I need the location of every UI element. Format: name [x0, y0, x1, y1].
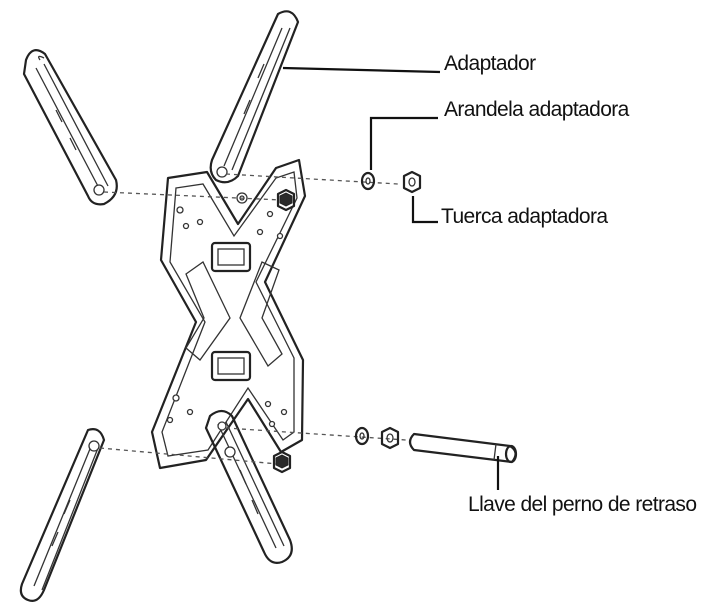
leader-lines	[282, 66, 500, 490]
adapter-arm-top-left	[22, 49, 118, 206]
adapter-washer-top	[360, 171, 376, 191]
label-adapter-washer: Arandela adaptadora	[444, 98, 629, 121]
adapter-arm-bottom-right	[204, 409, 293, 564]
adapter-arm-bottom-left	[19, 428, 106, 602]
adapter-nut-top	[402, 170, 422, 194]
lag-bolt-wrench	[408, 432, 518, 464]
label-lag-bolt-wrench: Llave del perno de retraso	[468, 493, 697, 516]
adapter-nut-plate-bottom	[272, 450, 292, 474]
adapter-nut-plate-top	[276, 188, 296, 212]
mounting-plate	[150, 158, 307, 470]
adapter-nut-bottom	[380, 426, 400, 450]
adapter-arm-top-right	[209, 10, 300, 184]
alignment-lines	[99, 173, 407, 465]
label-adapter: Adaptador	[444, 52, 536, 75]
label-adapter-nut: Tuerca adaptadora	[441, 205, 608, 228]
adapter-washer-bottom	[354, 426, 370, 446]
